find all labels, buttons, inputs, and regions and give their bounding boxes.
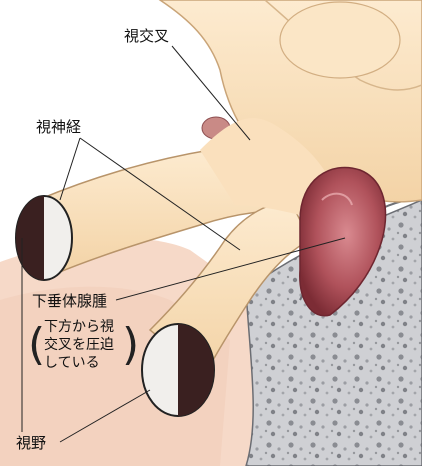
- pituitary-adenoma-label: 下垂体腺腫: [32, 292, 107, 310]
- visual-field-left: [16, 196, 72, 280]
- visual-field-right: [142, 324, 214, 416]
- note-open-paren: (: [28, 318, 45, 372]
- optic-nerve-label: 視神経: [36, 118, 81, 136]
- compression-note: ( 下方から視 交叉を圧迫 している ): [36, 318, 132, 372]
- note-close-paren: ): [122, 318, 139, 372]
- optic-chiasm-label: 視交叉: [124, 27, 169, 45]
- visual-field-label: 視野: [16, 434, 46, 452]
